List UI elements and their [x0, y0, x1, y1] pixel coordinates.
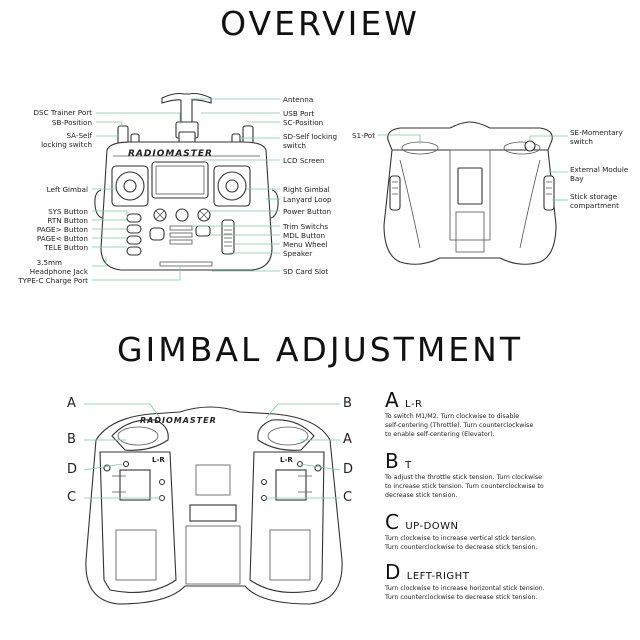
gimbal-brand-logo: RADIOMASTER	[140, 416, 217, 425]
label-external-bay: Bay	[570, 174, 584, 183]
item-b-line: To adjust the throttle stick tension. Tu…	[385, 474, 543, 481]
front-brand-logo: RADIOMASTER	[128, 149, 213, 159]
label-sb-position: SB-Position	[51, 118, 92, 127]
label-tele-button: TELE Button	[44, 243, 88, 252]
item-b-name: T	[405, 460, 412, 471]
label-lanyard-loop: Lanyard Loop	[283, 195, 332, 204]
item-a: A L-R To switch M1/M2. Turn clockwise to…	[385, 388, 585, 439]
label-se-switch: switch	[570, 137, 593, 146]
item-a-letter: A	[385, 388, 399, 412]
label-headphone-jack: Headphone Jack	[29, 267, 88, 276]
label-page-next-button: PAGE> Button	[36, 225, 88, 234]
label-menu-wheel: Menu Wheel	[283, 240, 328, 249]
label-sd-card-slot: SD Card Slot	[283, 267, 329, 276]
item-c-letter: C	[385, 510, 399, 534]
right-letter-a: A	[343, 432, 352, 447]
label-usb-port: USB Port	[283, 109, 315, 118]
label-mdl-button: MDL Button	[283, 231, 326, 240]
label-stick-compartment: compartment	[570, 201, 619, 210]
label-power-button: Power Button	[283, 207, 332, 216]
label-rtn-button: RTN Button	[47, 216, 88, 225]
left-letter-a: A	[67, 396, 76, 411]
mark-left-lr: L-R	[152, 456, 165, 464]
label-sc-position: SC-Position	[283, 118, 324, 127]
label-sd-switch: switch	[283, 141, 306, 150]
overview-title: OVERVIEW	[220, 4, 420, 43]
left-letter-d: D	[67, 462, 78, 477]
left-letter-c: C	[67, 490, 77, 505]
item-d-name: LEFT-RIGHT	[406, 571, 470, 582]
item-a-name: L-R	[405, 399, 423, 410]
label-stick-storage: Stick storage	[570, 192, 618, 201]
right-letter-b: B	[343, 396, 352, 411]
item-b-line: to increase stick tension. Turn counterc…	[385, 483, 544, 490]
label-sa-locking: locking switch	[41, 140, 92, 149]
item-c-line: Turn clockwise to increase vertical stic…	[385, 535, 537, 542]
label-headphone-size: 3.5mm	[36, 258, 62, 267]
item-a-line: To switch M1/M2. Turn clockwise to disab…	[385, 413, 520, 420]
label-right-gimbal: Right Gimbal	[283, 185, 330, 194]
item-a-line: to enable self-centering (Elevator).	[385, 431, 495, 438]
item-d: D LEFT-RIGHT Turn clockwise to increase …	[385, 560, 585, 602]
label-external-module: External Module	[570, 165, 629, 174]
item-c: C UP-DOWN Turn clockwise to increase ver…	[385, 510, 585, 552]
label-left-gimbal: Left Gimbal	[46, 185, 88, 194]
label-sa-self: SA-Self	[66, 131, 92, 140]
label-sd-self-locking: SD-Self locking	[283, 132, 338, 141]
gimbal-title: GIMBAL ADJUSTMENT	[116, 330, 523, 369]
item-d-line: Turn counterclockwise to decrease stick …	[385, 594, 538, 601]
label-dsc-trainer-port: DSC Trainer Port	[33, 108, 92, 117]
label-trim-switchs: Trim Switchs	[283, 222, 329, 231]
right-letter-c: C	[343, 490, 353, 505]
item-c-line: Turn counterclockwise to decrease stick …	[385, 544, 538, 551]
label-se-momentary: SE-Momentary	[570, 128, 623, 137]
left-letter-b: B	[67, 432, 76, 447]
item-a-line: self-centering (Throttle). Turn counterc…	[385, 422, 534, 429]
item-b-letter: B	[385, 449, 399, 473]
label-s1-pot: S1-Pot	[352, 131, 376, 140]
label-lcd-screen: LCD Screen	[283, 156, 325, 165]
label-sys-button: SYS Button	[48, 207, 88, 216]
label-page-prev-button: PAGE< Button	[36, 234, 88, 243]
item-b-line: decrease stick tension.	[385, 492, 458, 499]
right-letter-d: D	[343, 462, 354, 477]
label-typec-port: TYPE-C Charge Port	[18, 276, 88, 285]
item-c-name: UP-DOWN	[405, 521, 459, 532]
label-speaker: Speaker	[283, 249, 313, 258]
item-b: B T To adjust the throttle stick tension…	[385, 449, 585, 500]
item-d-letter: D	[385, 560, 401, 584]
item-d-line: Turn clockwise to increase horizontal st…	[385, 585, 545, 592]
label-antenna: Antenna	[283, 95, 314, 104]
mark-right-lr: L-R	[280, 456, 293, 464]
